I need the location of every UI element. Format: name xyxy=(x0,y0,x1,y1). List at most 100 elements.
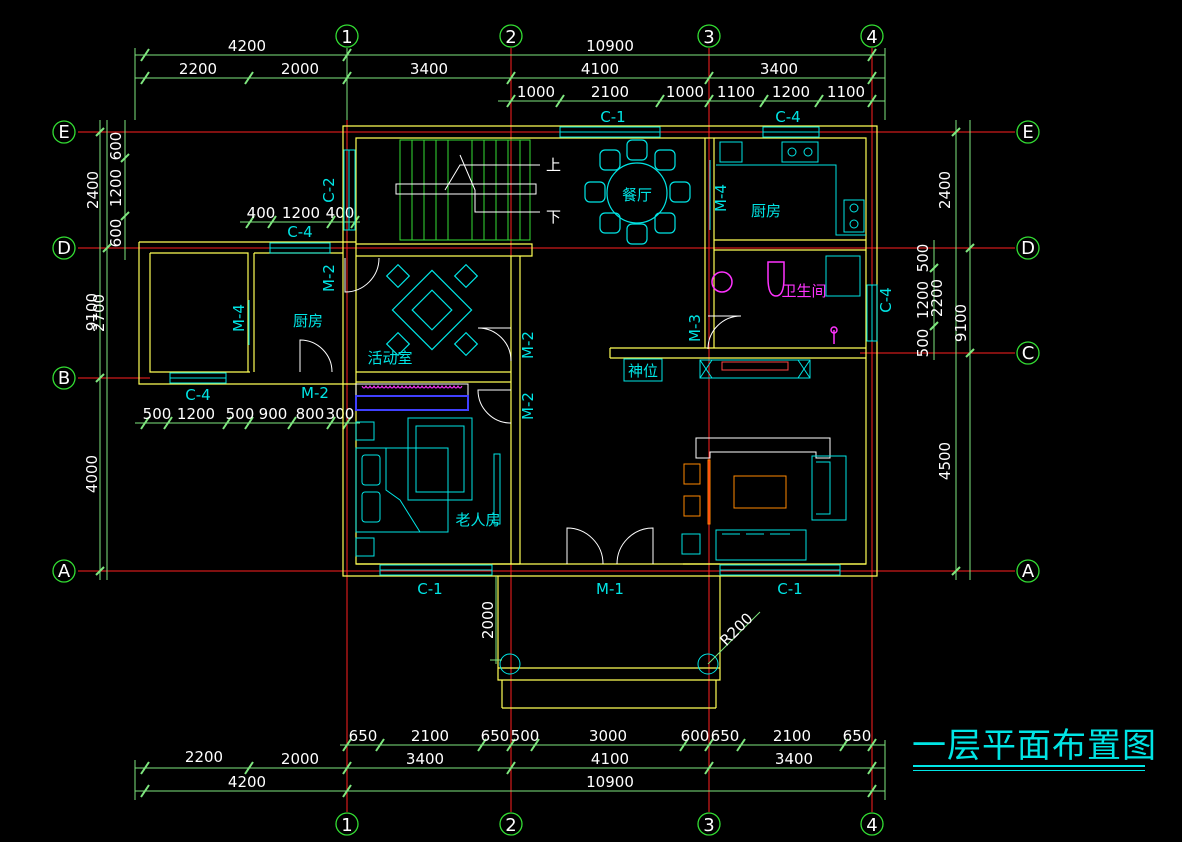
door-m3 xyxy=(707,315,742,350)
axis-bubble-right-A xyxy=(1016,559,1040,583)
dim-top-4200: 4200 xyxy=(228,37,266,55)
label-m2-a: M-2 xyxy=(320,264,338,292)
dim-top-1000: 1000 xyxy=(517,83,555,101)
dim-wing-300: 300 xyxy=(326,405,355,423)
dim-right-2400: 2400 xyxy=(936,171,954,209)
bed xyxy=(355,417,501,557)
axis-label-bottom-1: 1 xyxy=(341,815,352,836)
dim-bottom-3400b: 3400 xyxy=(775,750,813,768)
label-c1-top: C-1 xyxy=(600,108,625,126)
axis-bubble-bottom-1 xyxy=(335,812,359,836)
drawing-title: 一层平面布置图 xyxy=(912,726,1157,766)
room-label-activity: 活动室 xyxy=(367,349,412,367)
label-c4-right: C-4 xyxy=(877,287,895,312)
dims-top: 4200 10900 2200 2000 3400 4100 3400 1000… xyxy=(179,37,865,101)
dim-top-1100: 1100 xyxy=(717,83,755,101)
axis-grid xyxy=(78,48,1015,812)
porch-columns xyxy=(490,576,761,675)
axis-bubble-bottom-4 xyxy=(860,812,884,836)
porch-outline xyxy=(497,576,721,709)
door-labels: M-2 M-4 M-2 M-2 M-2 M-4 M-3 M-1 xyxy=(230,184,730,598)
dim-wing-1200b: 1200 xyxy=(177,405,215,423)
dim-bottom-500: 500 xyxy=(511,727,540,745)
label-c1-bottom-right: C-1 xyxy=(777,580,802,598)
dim-bottom-3000: 3000 xyxy=(589,727,627,745)
axis-label-right-A: A xyxy=(1022,561,1035,582)
dim-right-9100: 9100 xyxy=(952,304,970,342)
dim-wing-400: 400 xyxy=(247,204,276,222)
shrine-box xyxy=(623,358,663,382)
activity-room-wall xyxy=(356,371,511,383)
axis-bubble-left-B xyxy=(52,366,76,390)
living-room-furniture xyxy=(681,437,847,561)
axis-label-right-C: C xyxy=(1022,343,1035,364)
dim-wing-1200: 1200 xyxy=(282,204,320,222)
shrine-cabinet xyxy=(699,359,811,379)
dim-bottom-4200: 4200 xyxy=(228,773,266,791)
dim-porch-2000: 2000 xyxy=(479,601,497,639)
shower-icon xyxy=(825,255,861,297)
title-underline xyxy=(913,765,1145,767)
axis-label-right-E: E xyxy=(1022,122,1033,143)
dims-right: 2400 4500 9100 2200 500 1200 500 xyxy=(914,171,970,480)
stair-handrail xyxy=(395,183,537,195)
title-underline-thin xyxy=(913,770,1145,771)
dim-wing-400b: 400 xyxy=(326,204,355,222)
room-label-bathroom: 卫生间 xyxy=(781,282,826,300)
kitchen-main-fixtures xyxy=(716,141,866,236)
label-m2-corridor-1: M-2 xyxy=(519,331,537,359)
toilet-icon xyxy=(767,261,785,297)
axis-label-top-1: 1 xyxy=(341,27,352,48)
dim-wing-800: 800 xyxy=(296,405,325,423)
axis-label-bottom-2: 2 xyxy=(505,815,516,836)
dim-bottom-650c: 650 xyxy=(711,727,740,745)
axis-label-left-A: A xyxy=(58,561,71,582)
dim-top-2200: 2200 xyxy=(179,60,217,78)
label-m3: M-3 xyxy=(686,314,704,342)
stair-up-label: 上 xyxy=(546,156,561,174)
activity-table xyxy=(385,263,479,357)
dimension-ticks xyxy=(95,48,975,798)
door-m2-wing xyxy=(299,339,333,373)
dim-bottom-3400: 3400 xyxy=(406,750,444,768)
dim-left-600: 600 xyxy=(107,132,125,161)
label-c4-top: C-4 xyxy=(775,108,800,126)
dims-wing: 400 1200 400 500 1200 500 900 800 300 xyxy=(143,204,355,423)
axis-label-bottom-3: 3 xyxy=(703,815,714,836)
axis-bubbles xyxy=(52,24,1040,836)
dim-bottom-650: 650 xyxy=(349,727,378,745)
dim-bottom-10900: 10900 xyxy=(586,773,634,791)
stair-down-label: 下 xyxy=(546,208,561,226)
axis-label-top-3: 3 xyxy=(703,27,714,48)
doors xyxy=(248,160,742,565)
dim-bottom-600: 600 xyxy=(681,727,710,745)
axis-bubble-right-C xyxy=(1016,341,1040,365)
wing-walls xyxy=(138,241,356,385)
axis-bubble-left-A xyxy=(52,559,76,583)
dim-wing-500b: 500 xyxy=(226,405,255,423)
axis-label-right-D: D xyxy=(1021,238,1035,259)
stair-bottom-wall xyxy=(356,243,533,257)
dimension-lines xyxy=(99,48,971,800)
dim-right-2200: 2200 xyxy=(928,279,946,317)
axis-label-top-4: 4 xyxy=(866,27,877,48)
axis-bubble-left-E xyxy=(52,120,76,144)
room-label-kitchen-main: 厨房 xyxy=(751,202,781,220)
dim-left-2700: 2700 xyxy=(90,294,108,332)
staircase xyxy=(395,139,540,241)
label-m4-kitchen: M-4 xyxy=(712,184,730,212)
dim-right-4500: 4500 xyxy=(936,442,954,480)
label-m2-corridor-2: M-2 xyxy=(519,392,537,420)
dims-left: 9100 4000 2400 2700 600 1200 600 xyxy=(83,132,125,493)
door-m2-corridor-1 xyxy=(477,327,512,362)
axis-bubble-right-E xyxy=(1016,120,1040,144)
dim-left-1200: 1200 xyxy=(107,169,125,207)
dim-top-3400: 3400 xyxy=(410,60,448,78)
axis-label-left-E: E xyxy=(58,122,69,143)
dim-right-500: 500 xyxy=(914,244,932,273)
label-c4-wing-bottom: C-4 xyxy=(185,386,210,404)
dim-bottom-4100: 4100 xyxy=(591,750,629,768)
kitchen-bath-walls xyxy=(704,138,866,348)
dim-bottom-2100b: 2100 xyxy=(773,727,811,745)
shrine-wall xyxy=(609,347,866,359)
